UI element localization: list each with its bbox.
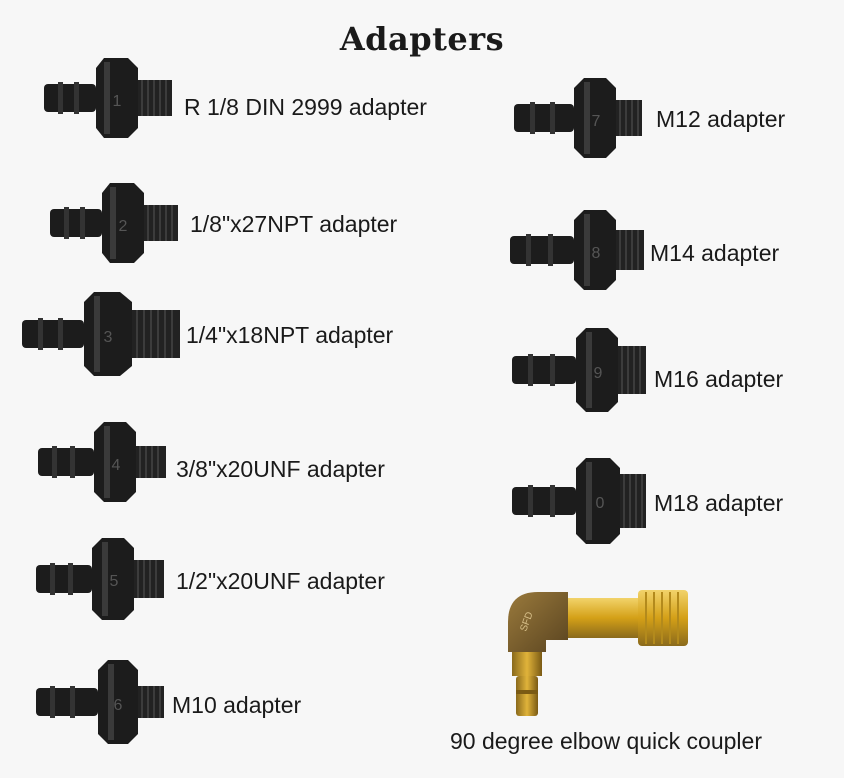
- quick-plug-adapter-icon: 7: [514, 78, 642, 158]
- coupler-label: 90 degree elbow quick coupler: [450, 728, 762, 754]
- adapter-label: 3/8"x20UNF adapter: [176, 456, 385, 482]
- quick-plug-adapter-icon: 0: [512, 458, 646, 544]
- adapter-label: 1/2"x20UNF adapter: [176, 568, 385, 594]
- quick-plug-adapter-icon: 2: [50, 183, 178, 263]
- adapter-label: M14 adapter: [650, 240, 780, 266]
- adapter-number: 1: [113, 93, 122, 110]
- quick-plug-adapter-icon: 4: [38, 422, 166, 502]
- quick-plug-adapter-icon: 5: [36, 538, 164, 620]
- adapter-number: 8: [592, 245, 601, 262]
- adapter-number: 5: [110, 573, 119, 590]
- adapter-label: 1/4"x18NPT adapter: [186, 322, 394, 348]
- adapter-number: 9: [594, 365, 603, 382]
- adapter-label: M10 adapter: [172, 692, 302, 718]
- adapter-number: 7: [592, 113, 601, 130]
- quick-plug-adapter-icon: 9: [512, 328, 646, 412]
- quick-plug-adapter-icon: 3: [22, 292, 180, 376]
- adapter-number: 4: [112, 457, 121, 474]
- adapter-number: 2: [119, 218, 128, 235]
- adapter-number: 6: [114, 697, 123, 714]
- adapter-number: 0: [596, 495, 605, 512]
- adapter-number: 3: [104, 329, 113, 346]
- quick-plug-adapter-icon: 1: [44, 58, 172, 138]
- quick-plug-adapter-icon: 8: [510, 210, 644, 290]
- adapter-label: M16 adapter: [654, 366, 784, 392]
- adapter-label: M18 adapter: [654, 490, 784, 516]
- adapter-label: M12 adapter: [656, 106, 786, 132]
- quick-plug-adapter-icon: 6: [36, 660, 164, 744]
- page-title: Adapters: [339, 20, 505, 58]
- adapter-label: R 1/8 DIN 2999 adapter: [184, 94, 427, 120]
- adapter-label: 1/8"x27NPT adapter: [190, 211, 398, 237]
- elbow-quick-coupler-icon: SFD: [508, 590, 688, 716]
